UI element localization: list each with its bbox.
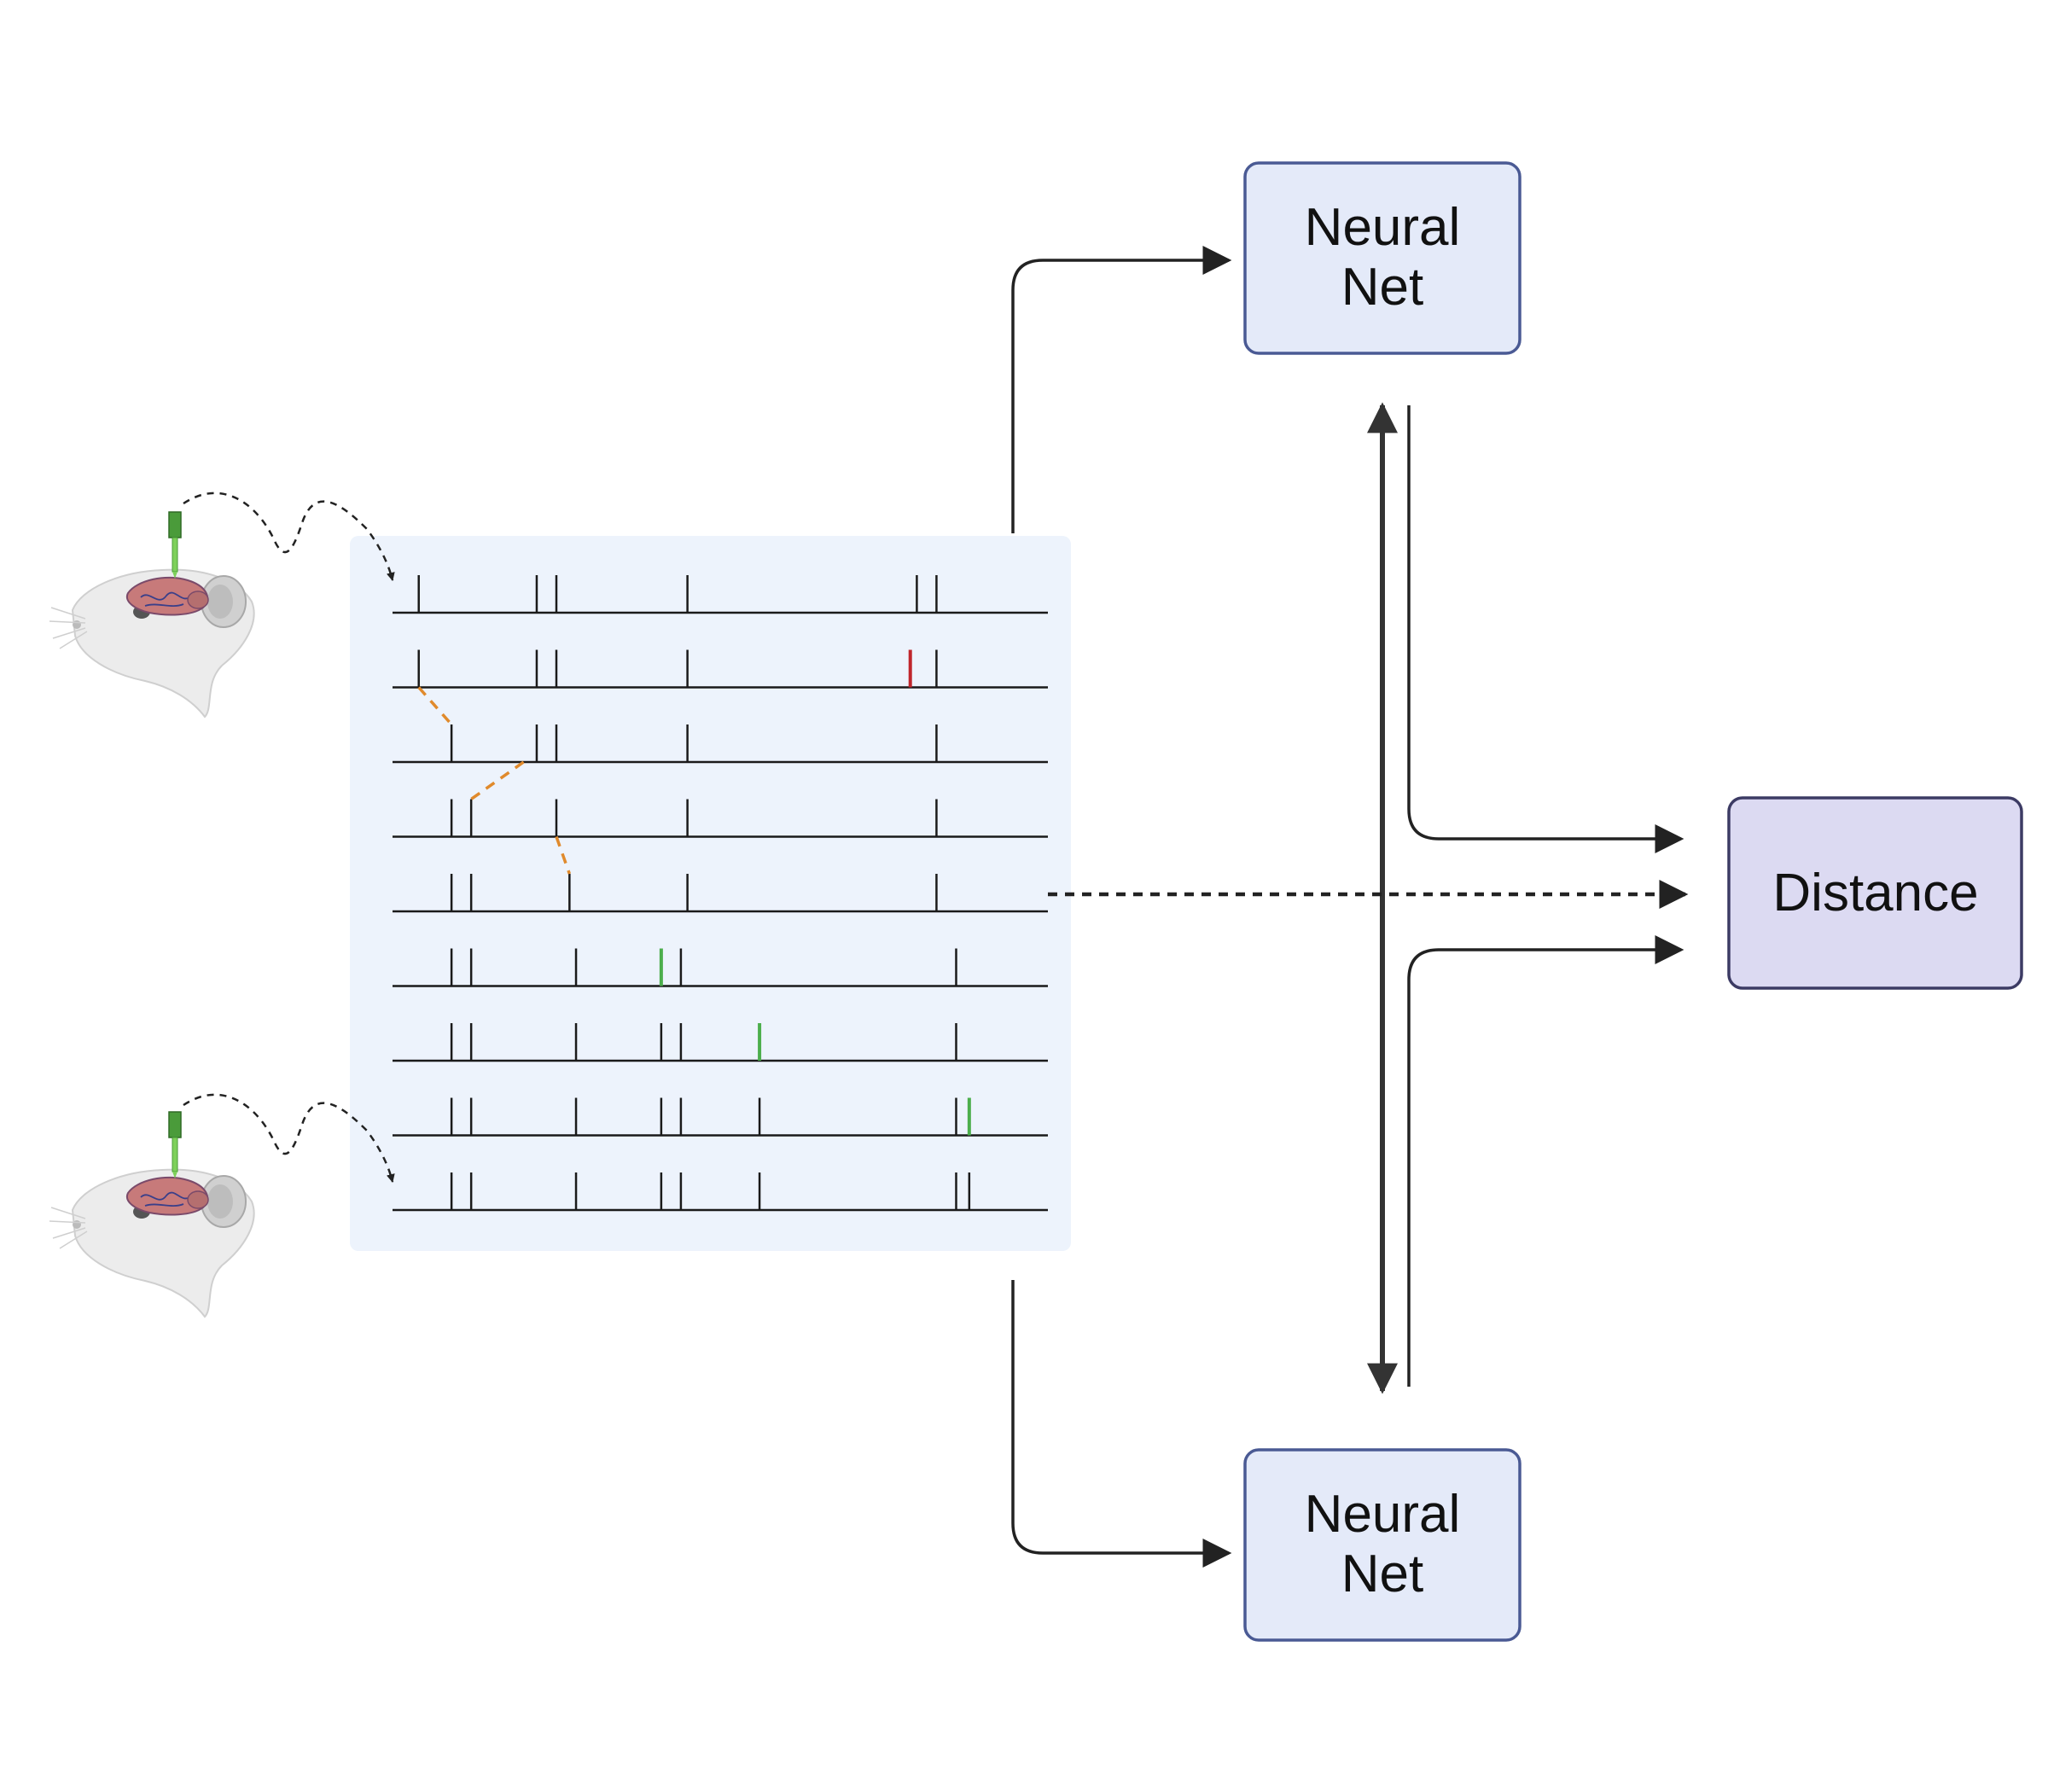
spike-shift-connector (417, 686, 453, 726)
mouse-with-electrode-icon (49, 511, 255, 719)
recording-connector-top (183, 492, 395, 581)
raster-to-top-net-arrow (1011, 246, 1232, 533)
recording-connector-bottom (183, 1093, 395, 1183)
neural-net-top-line1: Neural (1305, 198, 1461, 257)
distance-node: Distance (1727, 796, 2023, 990)
distance-label: Distance (1772, 864, 1978, 922)
mouse-with-electrode-icon (49, 1111, 255, 1318)
spike-shift-connector (555, 835, 572, 875)
neural-net-bottom: Neural Net (1243, 1448, 1521, 1642)
neural-net-top: Neural Net (1243, 161, 1521, 355)
spike-raster-panel (350, 536, 1071, 1251)
neural-net-bottom-line2: Net (1341, 1545, 1423, 1603)
neural-net-bottom-line1: Neural (1305, 1485, 1461, 1544)
top-embedding-to-distance-arrow (1407, 405, 1684, 853)
spike-raster (393, 575, 1048, 1212)
raster-to-bottom-net-arrow (1011, 1280, 1232, 1568)
bottom-embedding-to-distance-arrow (1407, 935, 1684, 1387)
neural-net-top-line2: Net (1341, 258, 1423, 317)
